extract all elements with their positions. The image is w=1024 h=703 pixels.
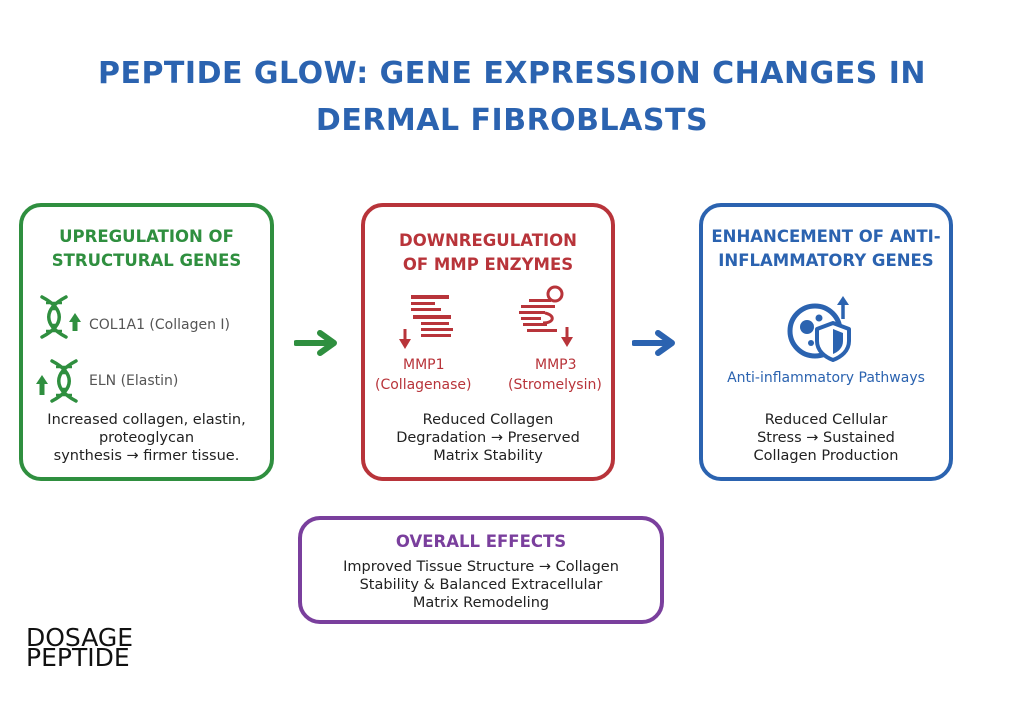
mmp1-name: MMP1 (403, 357, 445, 373)
gene-col1a1-label: COL1A1 (Collagen I) (89, 317, 231, 333)
mmp-title-line-2: OF MMP ENZYMES (402, 255, 574, 274)
logo-line-2: PEPTIDE (26, 643, 130, 672)
gene-eln-label: ELN (Elastin) (89, 373, 179, 389)
structural-desc-line-1: Increased collagen, elastin, (47, 412, 246, 428)
structural-genes-title-line-1: UPREGULATION OF (59, 227, 234, 246)
mmp3-subtitle: (Stromelysin) (508, 377, 602, 393)
mmp3-name: MMP3 (535, 357, 577, 373)
mmp-description: Reduced Collagen Degradation → Preserved… (371, 411, 605, 465)
page-title-line-1: PEPTIDE GLOW: GENE EXPRESSION CHANGES IN (97, 56, 927, 91)
anti-inflammatory-panel: ENHANCEMENT OF ANTI- INFLAMMATORY GENES … (699, 203, 953, 481)
green-right-arrow-icon (294, 330, 337, 356)
mmp-desc-line-3: Matrix Stability (433, 448, 543, 464)
structural-desc-line-3: synthesis → firmer tissue. (53, 448, 240, 464)
enzyme-coil-down-arrow-icon (519, 285, 573, 347)
overall-effects-description: Improved Tissue Structure → Collagen Sta… (306, 558, 656, 612)
anti-desc-line-2: Stress → Sustained (757, 430, 895, 446)
anti-title-line-1: ENHANCEMENT OF ANTI- (711, 227, 941, 246)
mmp-desc-line-1: Reduced Collagen (422, 412, 554, 428)
anti-inflammatory-description: Reduced Cellular Stress → Sustained Coll… (709, 411, 943, 465)
overall-desc-line-3: Matrix Remodeling (412, 595, 550, 611)
mmp-enzymes-title: DOWNREGULATION OF MMP ENZYMES (371, 229, 605, 277)
anti-title-line-2: INFLAMMATORY GENES (718, 251, 934, 270)
enzyme-down-arrow-icon (399, 295, 453, 349)
anti-inflammatory-pathways-label: Anti-inflammatory Pathways (727, 370, 925, 386)
structural-genes-description: Increased collagen, elastin, proteoglyca… (29, 411, 264, 465)
structural-desc-line-2: proteoglycan (98, 430, 195, 446)
structural-genes-panel: UPREGULATION OF STRUCTURAL GENES COL1A1 … (19, 203, 274, 481)
structural-genes-title: UPREGULATION OF STRUCTURAL GENES (29, 225, 264, 273)
mmp-desc-line-2: Degradation → Preserved (396, 430, 580, 446)
structural-genes-title-line-2: STRUCTURAL GENES (51, 251, 242, 270)
mmp-title-line-1: DOWNREGULATION (399, 231, 577, 250)
overall-effects-panel: OVERALL EFFECTS Improved Tissue Structur… (298, 516, 664, 624)
logo-line-1: DOSAGE (26, 623, 134, 652)
dosage-peptide-logo: DOSAGE PEPTIDE (26, 623, 134, 672)
overall-desc-line-2: Stability & Balanced Extracellular (359, 577, 603, 593)
blue-right-arrow-icon (632, 330, 675, 356)
anti-desc-line-1: Reduced Cellular (764, 412, 888, 428)
anti-inflammatory-title: ENHANCEMENT OF ANTI- INFLAMMATORY GENES (709, 225, 943, 273)
cell-shield-icon (787, 296, 851, 362)
overall-effects-title: OVERALL EFFECTS (395, 532, 567, 551)
mmp-enzymes-panel: DOWNREGULATION OF MMP ENZYMES MMP1 (Coll… (361, 203, 615, 481)
dna-up-arrow-icon (40, 295, 81, 339)
mmp1-subtitle: (Collagenase) (375, 377, 472, 393)
overall-desc-line-1: Improved Tissue Structure → Collagen (343, 559, 619, 575)
up-arrow-dna-icon (36, 359, 78, 403)
anti-desc-line-3: Collagen Production (753, 448, 899, 464)
page-title-line-2: DERMAL FIBROBLASTS (315, 103, 709, 138)
